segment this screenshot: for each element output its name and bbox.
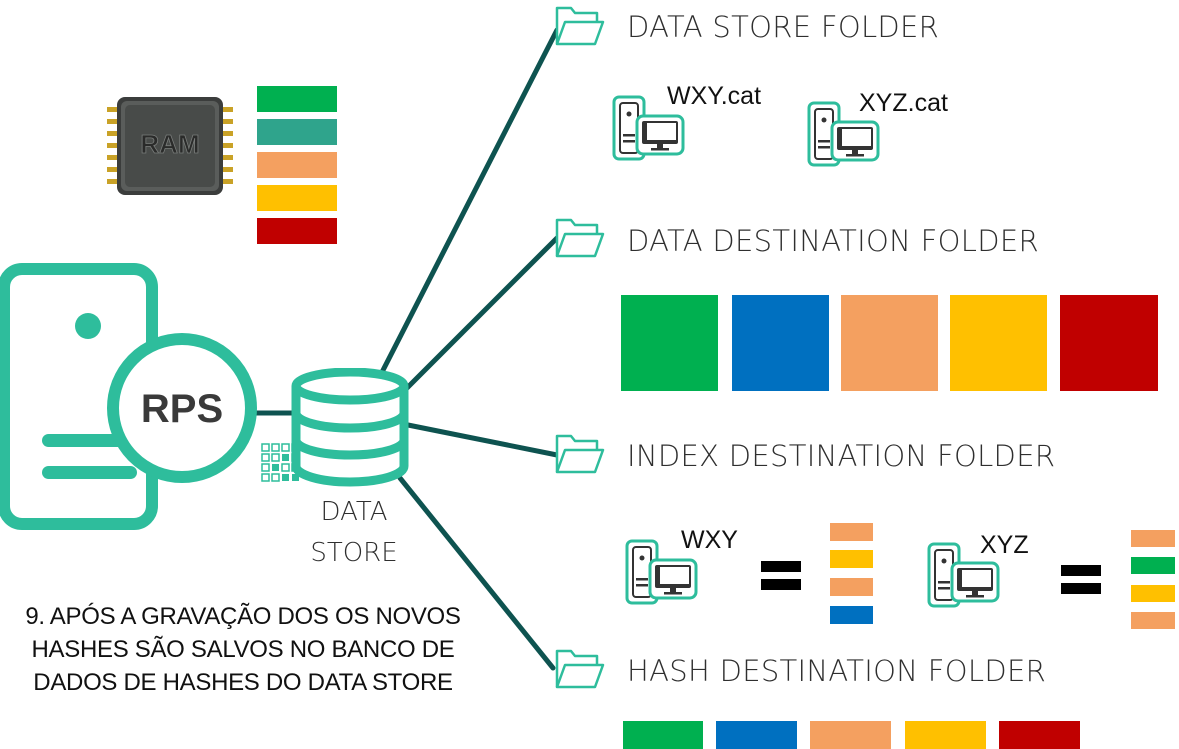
hash-block-yellow bbox=[905, 721, 986, 749]
hash-block-green bbox=[623, 721, 703, 749]
folder-label-data-store: DATA STORE FOLDER bbox=[627, 10, 940, 44]
data-block-green bbox=[621, 295, 718, 391]
index-block-blue bbox=[830, 606, 873, 624]
data-store-label-line1: DATA bbox=[320, 497, 388, 527]
ram-bar-salmon bbox=[257, 152, 337, 178]
folder-icon bbox=[553, 4, 605, 53]
step-caption: 9. APÓS A GRAVAÇÃO DOS OS NOVOS HASHES S… bbox=[0, 600, 486, 699]
connector-to-data-destination-folder bbox=[397, 235, 560, 398]
index-block-salmon bbox=[830, 523, 873, 541]
caption-line-2: HASHES SÃO SALVOS NO BANCO DE bbox=[31, 636, 455, 663]
ram-bar-sea-green bbox=[257, 119, 337, 145]
connector-to-hash-destination-folder bbox=[397, 475, 556, 671]
ram-chip-label: RAM bbox=[140, 129, 199, 159]
data-block-yellow bbox=[950, 295, 1047, 391]
index-block-salmon bbox=[830, 578, 873, 596]
index-block-green bbox=[1131, 557, 1175, 574]
folder-label-data-destination: DATA DESTINATION FOLDER bbox=[627, 224, 1039, 258]
data-block-blue bbox=[732, 295, 829, 391]
hash-block-red bbox=[999, 721, 1080, 749]
index-block-yellow bbox=[1131, 585, 1175, 602]
folder-label-index-destination: INDEX DESTINATION FOLDER bbox=[627, 439, 1056, 473]
equals-sign bbox=[1061, 583, 1101, 594]
equals-sign bbox=[1061, 565, 1101, 576]
data-store-database-icon bbox=[290, 367, 410, 493]
computer-icon bbox=[926, 541, 1002, 614]
ram-bar-green bbox=[257, 86, 337, 112]
ram-chip: RAM bbox=[105, 93, 235, 204]
data-block-salmon bbox=[841, 295, 938, 391]
rps-badge-label: RPS bbox=[141, 387, 223, 431]
ram-bar-red bbox=[257, 218, 337, 244]
caption-line-1: 9. APÓS A GRAVAÇÃO DOS OS NOVOS bbox=[25, 603, 461, 630]
equals-sign bbox=[761, 579, 801, 590]
connector-to-data-store-folder bbox=[375, 27, 560, 383]
connector-to-index-destination-folder bbox=[405, 422, 560, 458]
ram-bar-yellow bbox=[257, 185, 337, 211]
equals-sign bbox=[761, 561, 801, 572]
hash-block-blue bbox=[716, 721, 797, 749]
index-label-xyz: XYZ bbox=[980, 531, 1029, 559]
folder-label-hash-destination: HASH DESTINATION FOLDER bbox=[627, 654, 1047, 688]
file-label-xyz-cat: XYZ.cat bbox=[859, 89, 948, 117]
computer-icon bbox=[806, 100, 882, 173]
rps-server-icon: RPS bbox=[0, 262, 260, 537]
folder-icon bbox=[553, 432, 605, 481]
computer-icon bbox=[624, 538, 700, 611]
index-block-salmon bbox=[1131, 530, 1175, 547]
data-block-red bbox=[1060, 295, 1158, 391]
index-block-yellow bbox=[830, 550, 873, 568]
folder-icon bbox=[553, 216, 605, 265]
file-label-wxy-cat: WXY.cat bbox=[667, 82, 762, 110]
data-store-label-line2: STORE bbox=[310, 538, 398, 568]
caption-line-3: DADOS DE HASHES DO DATA STORE bbox=[33, 669, 453, 696]
index-block-salmon bbox=[1131, 612, 1175, 629]
index-label-wxy: WXY bbox=[681, 526, 738, 554]
computer-icon bbox=[611, 94, 687, 167]
hash-block-salmon bbox=[810, 721, 891, 749]
folder-icon bbox=[553, 647, 605, 696]
